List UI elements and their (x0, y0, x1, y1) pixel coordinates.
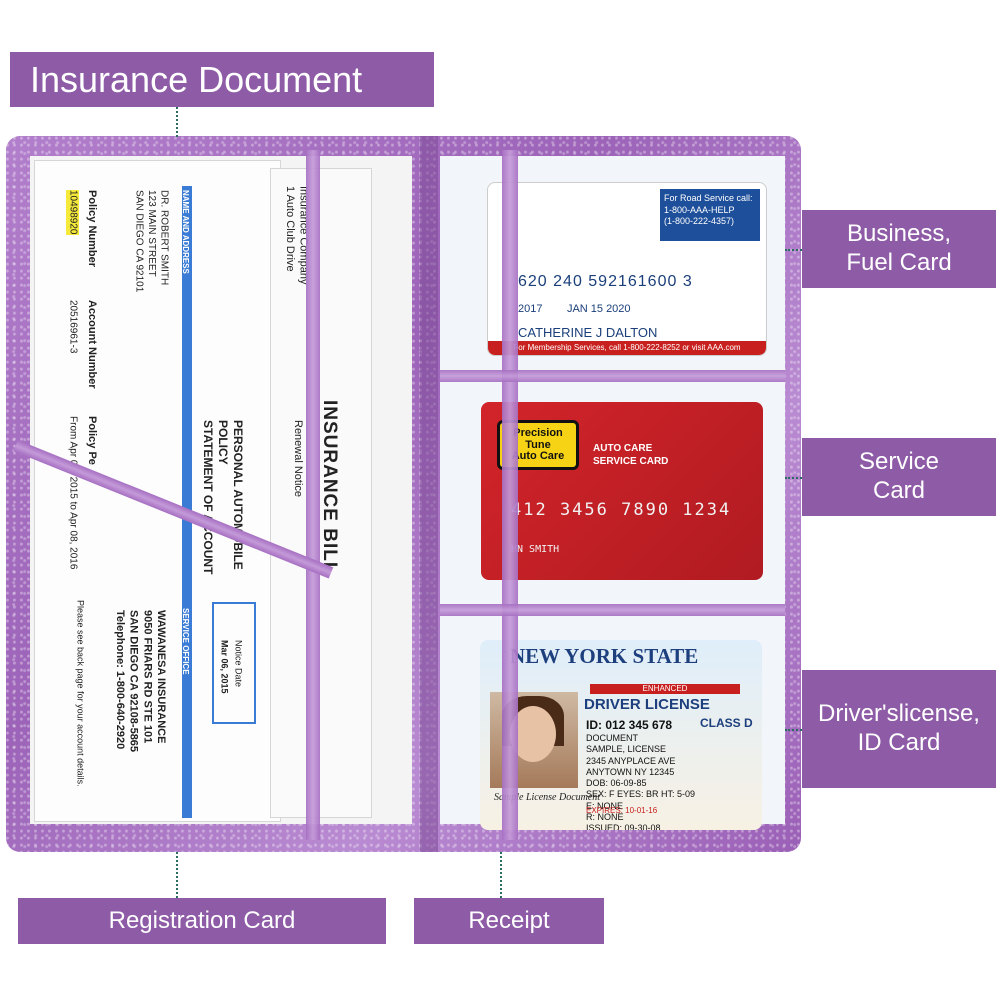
drivers-license-text: Driver'slicense, ID Card (818, 700, 980, 756)
business-fuel-card: For Road Service call: 1-800-AAA-HELP (1… (487, 182, 767, 356)
service-card-number: 412 3456 7890 1234 (511, 500, 732, 520)
insurance-bill-document (270, 168, 372, 818)
service-heading: SERVICE OFFICE (181, 608, 190, 675)
license-type: DRIVER LICENSE (584, 696, 710, 713)
back-page-note: Please see back page for your account de… (75, 600, 86, 787)
membership-footer: For Membership Services, call 1-800-222-… (488, 341, 766, 355)
valid-thru: JAN 15 2020 (566, 303, 631, 315)
notice-date-box (212, 602, 256, 724)
right-horizontal-strap-1 (440, 370, 785, 382)
service-card-text: Service Card (858, 448, 940, 504)
business-callout-line (785, 249, 802, 251)
registration-callout-line (176, 852, 178, 898)
insurance-callout-line (176, 107, 178, 137)
left-vertical-strap (306, 150, 320, 840)
member-since: 2017 (518, 303, 543, 315)
statement-title: PERSONAL AUTOMOBILE POLICY STATEMENT OF … (201, 420, 245, 575)
service-card-holder: HN SMITH (511, 544, 560, 555)
license-id: ID: 012 345 678 (586, 718, 673, 732)
insurance-document-label: Insurance Document (10, 52, 434, 107)
business-fuel-card-label: Business, Fuel Card (802, 210, 996, 288)
renewal-notice: Renewal Notice (291, 420, 304, 498)
license-signature: Sample License Document (494, 792, 601, 803)
registration-card-label: Registration Card (18, 898, 386, 944)
member-dates: 2017 JAN 15 2020 (518, 303, 631, 315)
license-state: NEW YORK STATE (510, 644, 699, 668)
service-office: WAWANESA INSURANCE 9050 FRIARS RD STE 10… (113, 610, 167, 753)
road-service-box: For Road Service call: 1-800-AAA-HELP (1… (660, 189, 760, 241)
member-name: CATHERINE J DALTON (518, 325, 658, 340)
receipt-text: Receipt (468, 906, 550, 934)
membership-number: 620 240 592161600 3 (518, 273, 693, 290)
license-enhanced: ENHANCED (590, 684, 740, 694)
license-class: CLASS D (700, 716, 753, 730)
service-card-label: Service Card (802, 438, 996, 516)
service-callout-line (785, 477, 802, 479)
right-horizontal-strap-2 (440, 604, 785, 616)
policy-holder: DR. ROBERT SMITH 123 MAIN STREET SAN DIE… (133, 190, 170, 293)
service-card: Precision Tune Auto Care AUTO CARE SERVI… (481, 402, 763, 580)
account-number-label: Account Number (85, 300, 98, 389)
business-fuel-card-text: Business, Fuel Card (846, 220, 952, 276)
policy-number-label: Policy Number (85, 190, 98, 268)
policy-number: 10498920 (66, 190, 79, 235)
license-expires: EXPIRES: 10-01-16 (586, 806, 658, 815)
drivers-license-label: Driver'slicense, ID Card (802, 670, 996, 788)
insurance-bill-title: INSURANCE BILL (319, 400, 340, 575)
license-detail-lines: DOCUMENT SAMPLE, LICENSE 2345 ANYPLACE A… (586, 733, 696, 830)
drivers-license-card: NEW YORK STATE ENHANCED DRIVER LICENSE C… (480, 640, 762, 830)
receipt-label: Receipt (414, 898, 604, 944)
account-number: 20516961-3 (67, 300, 79, 354)
receipt-callout-line (500, 852, 502, 898)
wallet-spine (420, 136, 438, 852)
notice-date: Mar 06, 2015 (219, 640, 230, 694)
policy-period: From Apr 08, 2015 to Apr 08, 2016 (67, 416, 79, 570)
right-vertical-strap (502, 150, 518, 840)
policy-period-label: Policy Pe (85, 416, 98, 465)
registration-card-text: Registration Card (108, 906, 296, 934)
policy-blue-bar (182, 186, 192, 818)
license-details: ID: 012 345 678 DOCUMENT SAMPLE, LICENSE… (586, 718, 695, 830)
name-heading: NAME AND ADDRESS (181, 190, 190, 274)
service-card-title: AUTO CARE SERVICE CARD (593, 443, 669, 467)
drivers-callout-line (785, 729, 802, 731)
notice-date-label: Notice Date (233, 640, 244, 688)
insurance-document-text: Insurance Document (30, 58, 363, 100)
